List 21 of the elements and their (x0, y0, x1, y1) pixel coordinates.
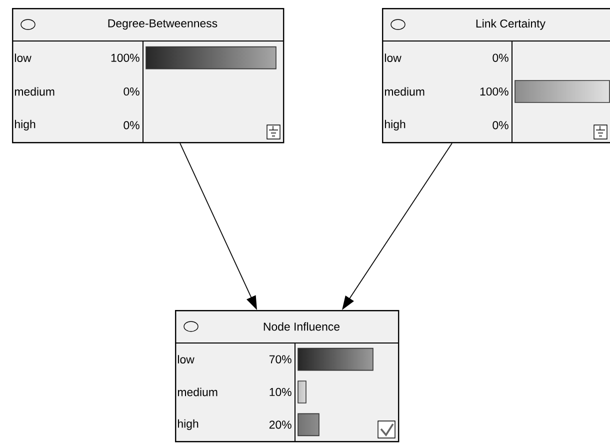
state-label: low (178, 355, 194, 364)
state-label: low (384, 54, 402, 62)
probability-value: 0% (492, 121, 508, 130)
state-label: high (385, 120, 406, 131)
probability-value: 20% (269, 420, 292, 429)
state-label: high (15, 120, 36, 131)
state-label: high (178, 419, 198, 430)
probability-value: 10% (270, 388, 292, 396)
probability-value: 0% (124, 87, 140, 96)
probability-value: 100% (111, 54, 140, 62)
state-label: medium (384, 87, 424, 96)
probability-value: 100% (480, 87, 508, 96)
state-label: medium (14, 87, 54, 96)
state-label: low (14, 54, 32, 62)
probability-value: 0% (124, 121, 140, 130)
probability-value: 0% (492, 54, 508, 62)
node-title: Degree-Betweenness (108, 19, 218, 30)
node-title: Node Influence (264, 322, 340, 331)
state-label: medium (178, 388, 218, 396)
probability-value: 70% (269, 355, 292, 364)
node-title: Link Certainty (476, 19, 546, 30)
